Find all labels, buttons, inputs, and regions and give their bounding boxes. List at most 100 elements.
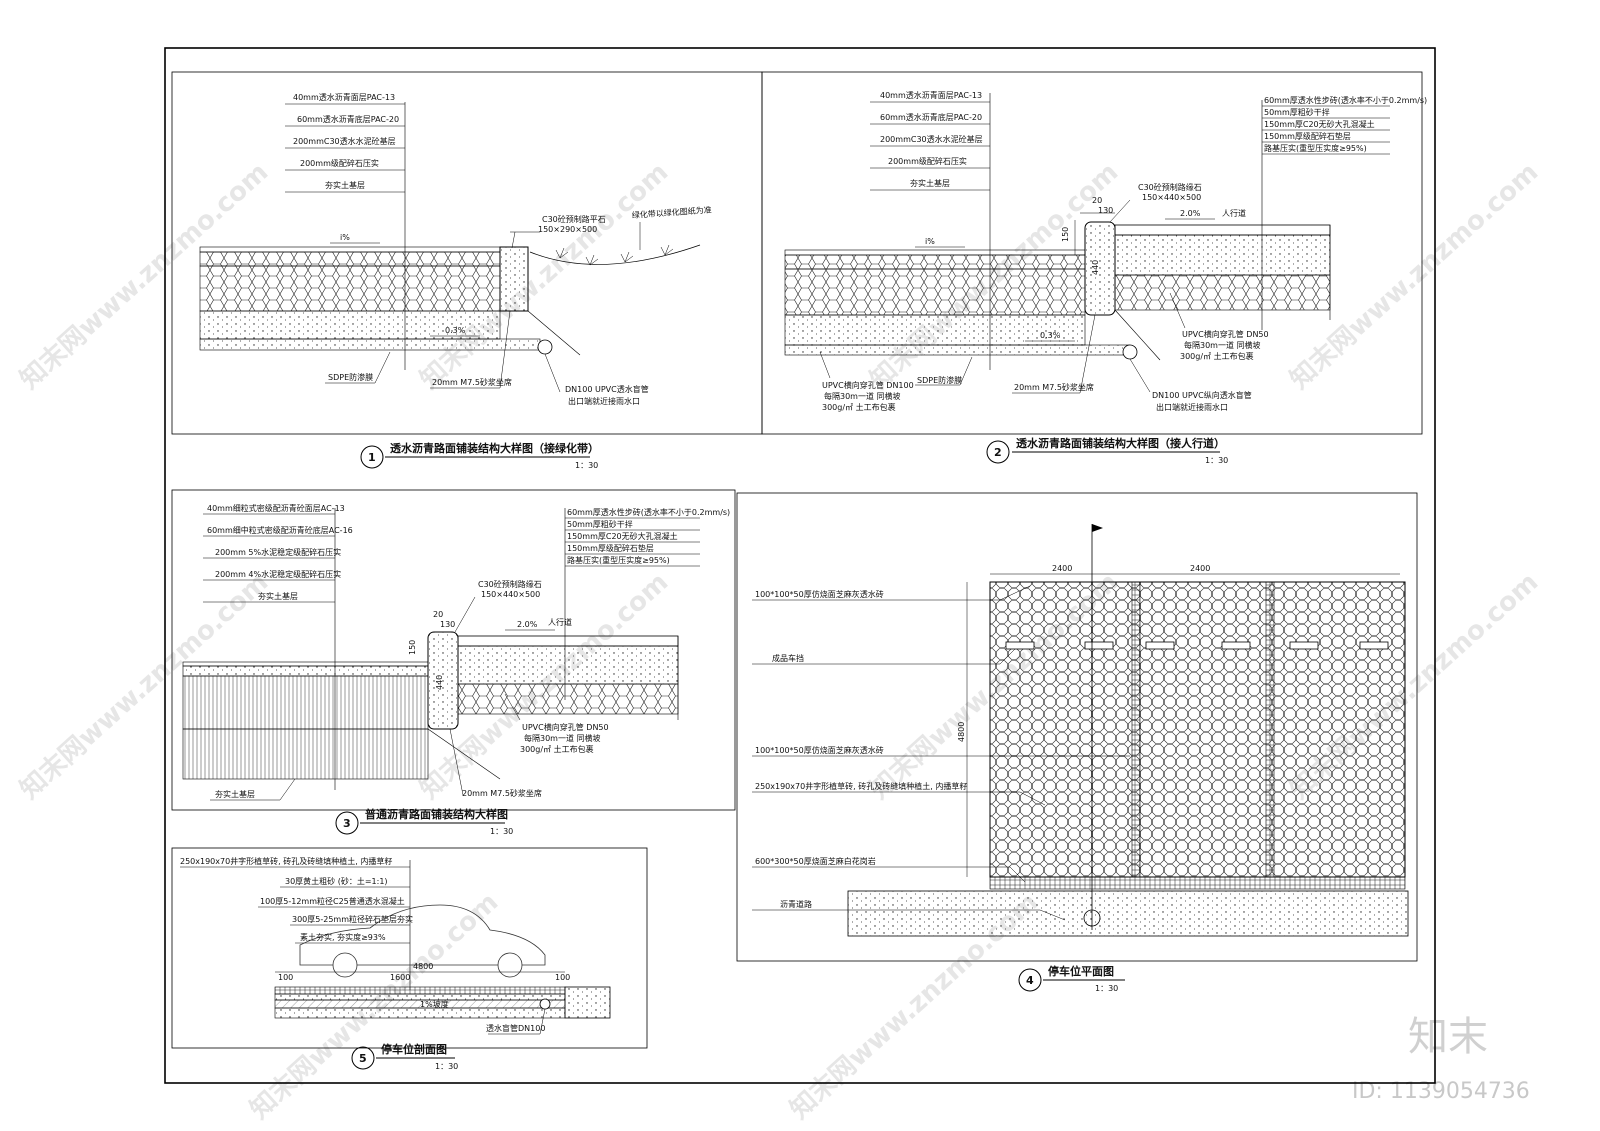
detail-3-walk-labels: 60mm厚透水性步砖(透水率不小于0.2mm/s) 50mm厚粗砂干拌 150m…	[565, 507, 730, 567]
layer-label: 200mmC30透水水泥砼基层	[293, 136, 396, 146]
slope-label: 2.0%	[1180, 209, 1201, 218]
layer-label: 60mm细中粒式密级配沥青砼底层AC-16	[207, 525, 353, 535]
layer-label: 200mmC30透水水泥砼基层	[880, 134, 983, 144]
dim-text: 4800	[413, 962, 433, 971]
layer-label: 200mm 5%水泥稳定级配碎石压实	[215, 547, 341, 557]
pipe-a: 每隔30m一道 同横坡	[524, 733, 601, 743]
pipe-label: 透水盲管DN100	[486, 1023, 545, 1033]
detail-5-number-circle	[351, 1046, 375, 1070]
mortar-label: 20mm M7.5砂浆坐席	[462, 788, 542, 798]
layer-label: 60mm透水沥青底层PAC-20	[880, 112, 982, 122]
detail-2-frame	[761, 71, 1423, 435]
mortar-label: 20mm M7.5砂浆坐席	[432, 377, 512, 387]
section-layer-label: 250x190x70井字形植草砖, 砖孔及砖缝填种植土, 内播草籽	[180, 856, 392, 866]
dim-text: 100	[555, 973, 570, 982]
detail-2-number: 2	[994, 446, 1002, 459]
layer-label: 40mm细粒式密级配沥青砼面层AC-13	[207, 503, 345, 513]
detail-4: 2400 2400 4800 100*100*50厚仿烧面芝麻灰透水砖 成品车挡…	[736, 492, 1418, 993]
curb-size: 150×440×500	[1142, 193, 1201, 202]
watermark-brand: 知末	[1408, 1014, 1488, 1060]
drain-label: DN100 UPVC纵向透水盲管	[1152, 390, 1252, 400]
detail-3: 40mm细粒式密级配沥青砼面层AC-13 60mm细中粒式密级配沥青砼底层AC-…	[171, 489, 736, 836]
pipe50-a: 每隔30m一道 同横坡	[1184, 340, 1261, 350]
detail-4-number: 4	[1026, 974, 1034, 987]
pipe50-label: UPVC横向穿孔管 DN50	[1182, 329, 1269, 339]
slope-label: 2.0%	[517, 620, 538, 629]
layer-label: 200mm级配碎石压实	[888, 156, 967, 166]
dim-text: 100	[278, 973, 293, 982]
slope-label: i%	[340, 233, 350, 242]
slope-label: i%	[925, 237, 935, 246]
layer-label: 夯实土基层	[910, 178, 950, 188]
walk-layer-label: 50mm厚粗砂干拌	[567, 519, 633, 529]
detail-5-number: 5	[359, 1052, 367, 1065]
car-wheel	[332, 952, 358, 978]
base-label: 夯实土基层	[215, 789, 255, 799]
detail-5-title: 停车位剖面图	[381, 1042, 447, 1056]
detail-4-frame	[736, 492, 1418, 962]
layer-label: 200mm 4%水泥稳定级配碎石压实	[215, 569, 341, 579]
slope-label: 0.3%	[445, 326, 466, 335]
detail-1-layer-labels: 40mm透水沥青面层PAC-13 60mm透水沥青底层PAC-20 200mmC…	[285, 92, 405, 193]
pipe-note: 出口端就近接雨水口	[568, 396, 640, 406]
dim-text: 20	[433, 610, 443, 619]
membrane-label: SDPE防渗膜	[917, 375, 962, 385]
dim-text: 2400	[1052, 564, 1072, 573]
walkway-label: 人行道	[1222, 208, 1246, 218]
detail-4-notes: 100*100*50厚仿烧面芝麻灰透水砖 成品车挡 100*100*50厚仿烧面…	[752, 585, 1130, 921]
dim-text: 20	[1092, 196, 1102, 205]
dim-text: 150	[1061, 227, 1070, 242]
detail-5: 250x190x70井字形植草砖, 砖孔及砖缝填种植土, 内播草籽 30厚黄土粗…	[171, 847, 648, 1071]
walk-layer-label: 路基压实(重型压实度≥95%)	[567, 555, 670, 565]
detail-3-number: 3	[343, 817, 351, 830]
dim-text: 150	[408, 640, 417, 655]
detail-5-frame	[171, 847, 648, 1049]
layer-label: 200mm级配碎石压实	[300, 158, 379, 168]
plan-note: 100*100*50厚仿烧面芝麻灰透水砖	[755, 589, 884, 599]
detail-3-layer-labels: 40mm细粒式密级配沥青砼面层AC-13 60mm细中粒式密级配沥青砼底层AC-…	[203, 503, 353, 603]
detail-2-scale: 1：30	[1205, 456, 1228, 465]
curb-label: C30砼预制路缘石	[478, 579, 542, 589]
dim-text: 130	[440, 620, 455, 629]
pipe50-b: 300g/㎡ 土工布包裹	[1180, 351, 1254, 361]
curb-label: C30砼预制路缘石	[1138, 182, 1202, 192]
dim-text: 130	[1098, 206, 1113, 215]
detail-2-number-circle	[986, 440, 1010, 464]
detail-3-frame	[171, 489, 736, 811]
mortar-label: 20mm M7.5砂浆坐席	[1014, 382, 1094, 392]
pipe-label: UPVC横向穿孔管 DN50	[522, 722, 609, 732]
pipe-label: DN100 UPVC透水盲管	[565, 384, 649, 394]
sheet-border	[164, 47, 1436, 1084]
detail-4-title: 停车位平面图	[1048, 964, 1114, 978]
detail-2-title: 透水沥青路面铺装结构大样图（接人行道）	[1016, 436, 1225, 450]
dim-text: 1600	[390, 973, 410, 982]
walk-layer-label: 150mm厚C20无砂大孔混凝土	[567, 531, 678, 541]
detail-2-walk-labels: 60mm厚透水性步砖(透水率不小于0.2mm/s) 50mm厚粗砂干拌 150m…	[1262, 95, 1427, 155]
plan-note: 成品车挡	[772, 653, 804, 663]
layer-label: 40mm透水沥青面层PAC-13	[880, 90, 982, 100]
pipe-b: 300g/㎡ 土工布包裹	[520, 744, 594, 754]
detail-2: 40mm透水沥青面层PAC-13 60mm透水沥青底层PAC-20 200mmC…	[761, 71, 1427, 465]
pipe100-a: 每隔30m一道 同横坡	[824, 391, 901, 401]
walk-layer-label: 60mm厚透水性步砖(透水率不小于0.2mm/s)	[567, 507, 730, 517]
detail-1: 40mm透水沥青面层PAC-13 60mm透水沥青底层PAC-20 200mmC…	[171, 71, 763, 470]
plan-note: 沥青道路	[780, 899, 812, 909]
car-wheel	[497, 952, 523, 978]
plan-note: 250x190x70井字形植草砖, 砖孔及砖缝填种植土, 内播草籽	[755, 781, 967, 791]
drain-note: 出口端就近接雨水口	[1156, 402, 1228, 412]
walk-layer-label: 路基压实(重型压实度≥95%)	[1264, 143, 1367, 153]
detail-5-layer-labels: 250x190x70井字形植草砖, 砖孔及砖缝填种植土, 内播草籽 30厚黄土粗…	[180, 856, 413, 944]
dim-text: 440	[435, 675, 444, 690]
detail-2-layer-labels: 40mm透水沥青面层PAC-13 60mm透水沥青底层PAC-20 200mmC…	[870, 90, 990, 191]
section-layer-label: 300厚5-25mm粒径碎石垫层夯实	[292, 914, 413, 924]
walkway-label: 人行道	[548, 617, 572, 627]
membrane-label: SDPE防渗膜	[328, 372, 373, 382]
walk-layer-label: 60mm厚透水性步砖(透水率不小于0.2mm/s)	[1264, 95, 1427, 105]
slope-label: 1%坡度	[420, 999, 449, 1009]
plan-note: 100*100*50厚仿烧面芝麻灰透水砖	[755, 745, 884, 755]
section-layer-label: 100厚5-12mm粒径C25普通透水混凝土	[260, 896, 405, 906]
section-layer-label: 30厚黄土粗砂 (砂：土=1:1)	[285, 876, 388, 886]
walk-layer-label: 150mm厚级配碎石垫层	[567, 543, 654, 553]
dim-text: 2400	[1190, 564, 1210, 573]
